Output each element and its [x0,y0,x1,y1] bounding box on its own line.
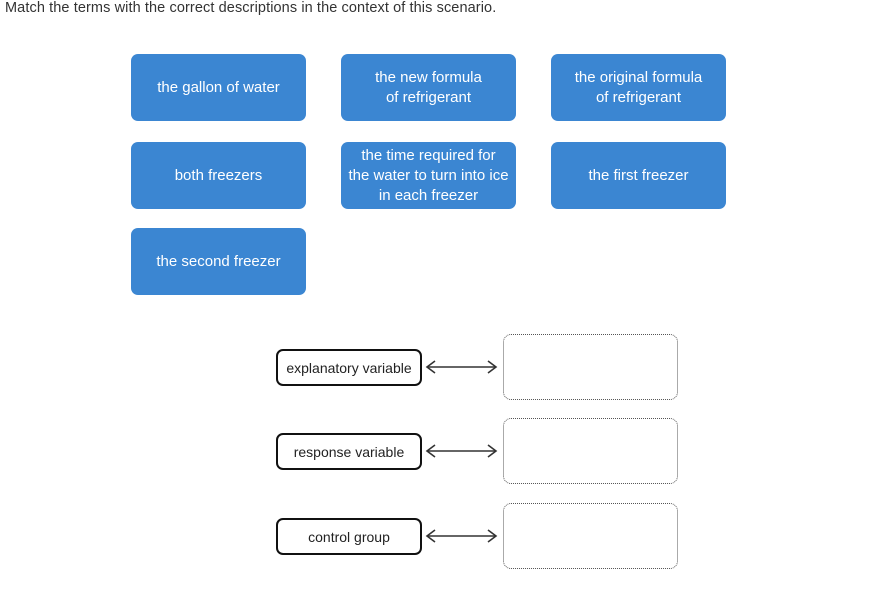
drop-zone-response-variable[interactable] [503,418,678,484]
answer-tile-original-formula[interactable]: the original formula of refrigerant [551,54,726,121]
term-box-explanatory-variable: explanatory variable [276,349,422,386]
term-box-control-group: control group [276,518,422,555]
answer-tile-second-freezer[interactable]: the second freezer [131,228,306,295]
answer-tile-both-freezers[interactable]: both freezers [131,142,306,209]
double-arrow-icon [425,360,498,374]
double-arrow-icon [425,529,498,543]
drop-zone-explanatory-variable[interactable] [503,334,678,400]
answer-tile-gallon-of-water[interactable]: the gallon of water [131,54,306,121]
prompt-text: Match the terms with the correct descrip… [5,0,497,16]
answer-tile-first-freezer[interactable]: the first freezer [551,142,726,209]
drop-zone-control-group[interactable] [503,503,678,569]
term-box-response-variable: response variable [276,433,422,470]
answer-tile-time-required[interactable]: the time required for the water to turn … [341,142,516,209]
double-arrow-icon [425,444,498,458]
answer-tile-new-formula[interactable]: the new formula of refrigerant [341,54,516,121]
